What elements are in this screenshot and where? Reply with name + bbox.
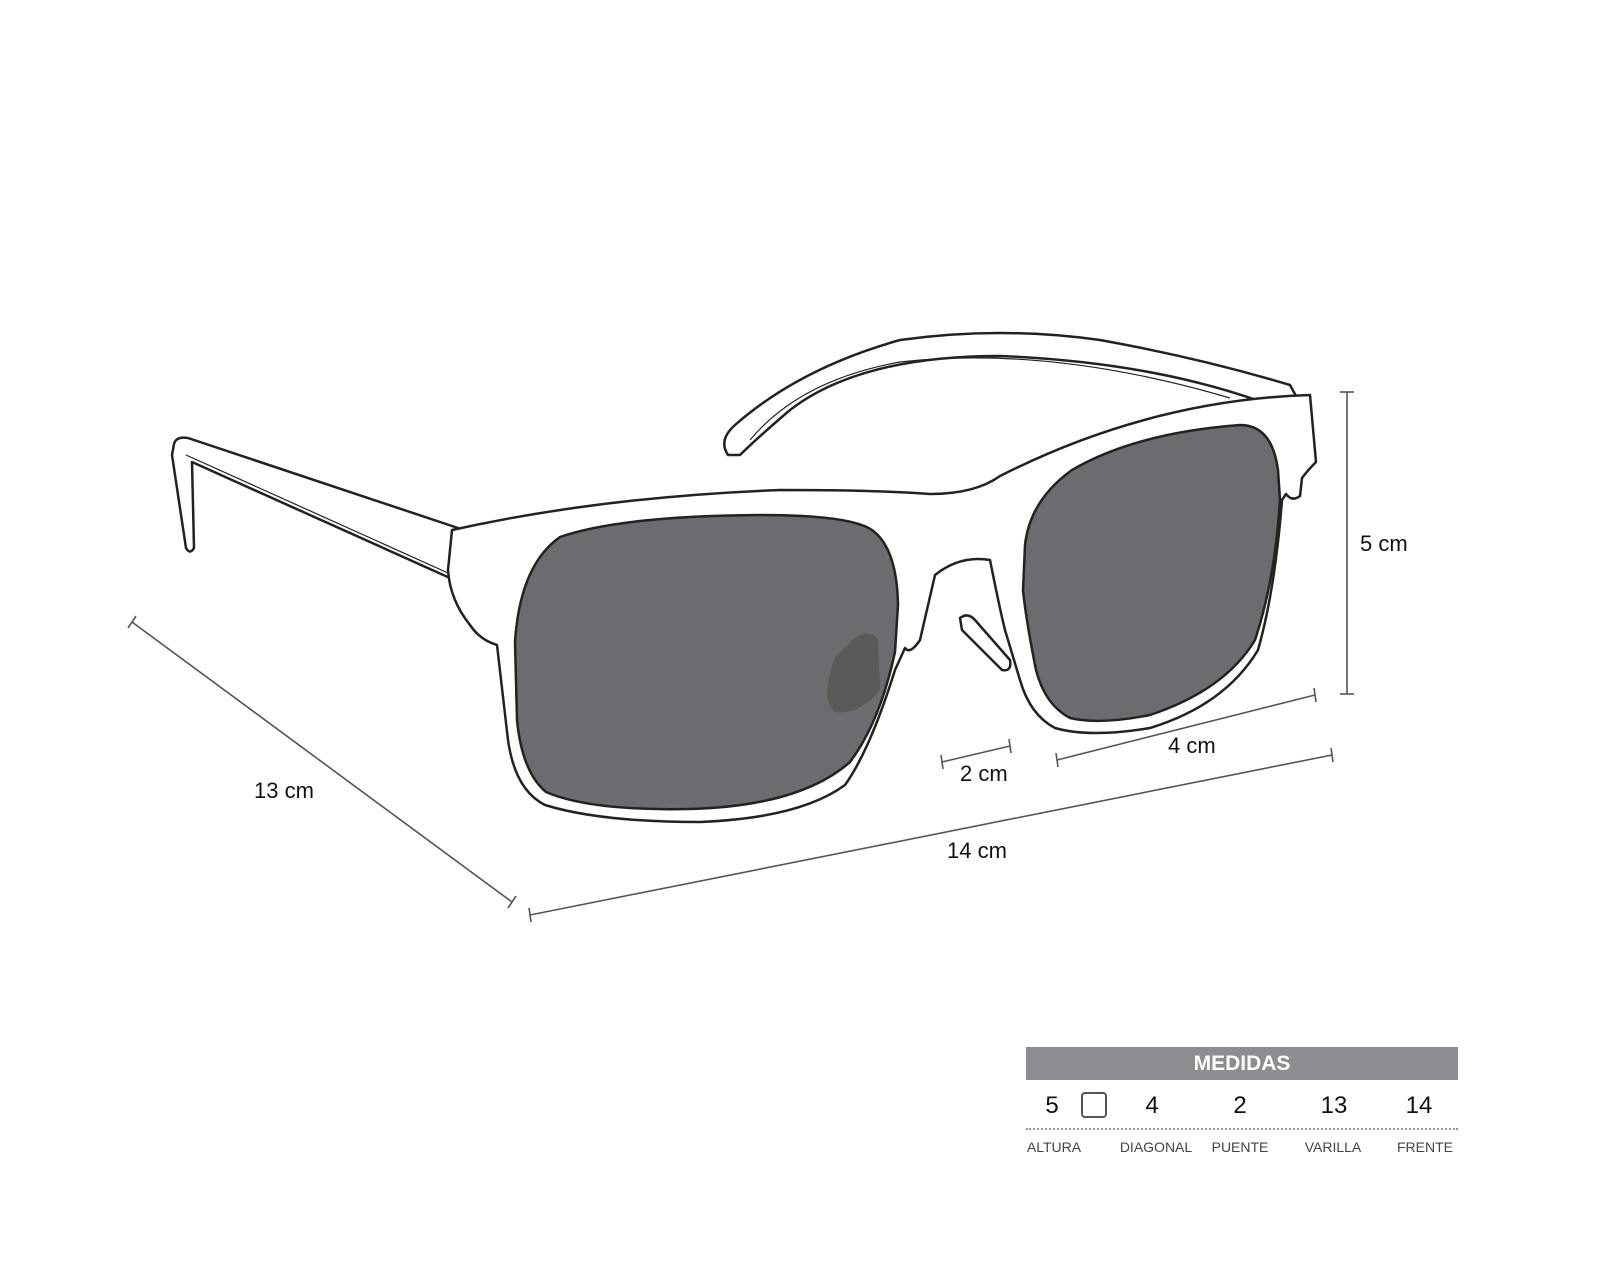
dim-line-lens <box>1056 694 1316 761</box>
table-title: MEDIDAS <box>1026 1047 1458 1080</box>
height-label: 5 cm <box>1360 531 1408 556</box>
right-lens <box>1021 423 1282 723</box>
label-diagonal: DIAGONAL <box>1119 1139 1193 1155</box>
label-altura: ALTURA <box>1026 1139 1082 1155</box>
bridge-label: 2 cm <box>960 761 1008 786</box>
label-frente: FRENTE <box>1397 1139 1453 1155</box>
label-varilla: VARILLA <box>1304 1139 1362 1155</box>
value-puente: 2 <box>1233 1092 1247 1119</box>
front-label: 14 cm <box>947 838 1007 863</box>
value-frente: 14 <box>1405 1092 1433 1119</box>
lens-reflection <box>826 633 880 713</box>
measurements-table: MEDIDAS 5 4 2 13 14 ALTURA DIAGONAL PUEN… <box>1026 1047 1458 1160</box>
left-lens <box>513 513 900 811</box>
dim-line-bridge <box>941 745 1011 763</box>
nose-pad <box>958 614 1012 672</box>
dim-line-temple <box>131 621 513 903</box>
value-altura: 5 <box>1045 1092 1059 1119</box>
temple-label: 13 cm <box>254 778 314 803</box>
back-temple <box>723 331 1298 457</box>
left-temple <box>170 436 460 580</box>
value-diagonal: 4 <box>1145 1092 1159 1119</box>
value-varilla: 13 <box>1320 1092 1348 1119</box>
label-puente: PUENTE <box>1211 1139 1269 1155</box>
lens-width-label: 4 cm <box>1168 733 1216 758</box>
labels-row: ALTURA DIAGONAL PUENTE VARILLA FRENTE <box>1026 1130 1458 1160</box>
checkbox-icon <box>1081 1092 1107 1118</box>
values-row: 5 4 2 13 14 <box>1026 1080 1458 1130</box>
dim-line-front <box>529 754 1333 916</box>
